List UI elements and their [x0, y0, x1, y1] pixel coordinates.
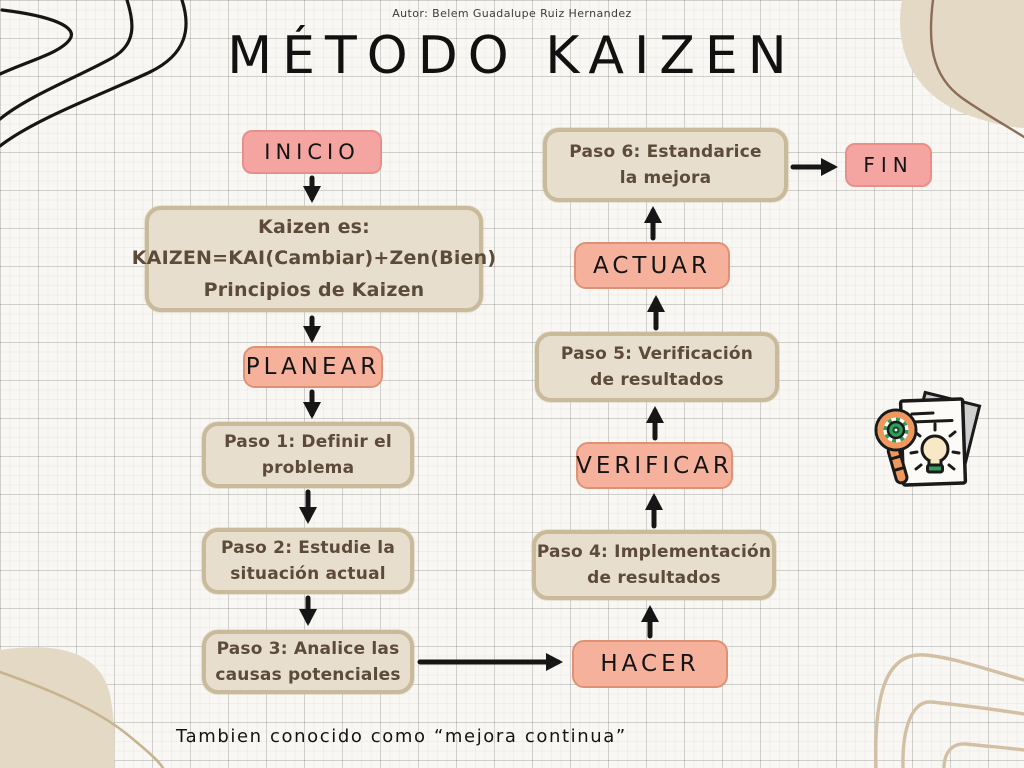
- paso1-line-1: Paso 1: Definir el: [224, 431, 392, 452]
- analysis-documents-magnifier-lightbulb-icon: [874, 390, 982, 487]
- node-planear-label: PLANEAR: [245, 354, 381, 380]
- node-verificar-label: VERIFICAR: [576, 452, 733, 479]
- node-paso-2: Paso 2: Estudie la situación actual: [202, 528, 414, 594]
- paso1-line-2: problema: [261, 458, 355, 478]
- author-credit: Autor: Belem Guadalupe Ruiz Hernandez: [392, 7, 632, 20]
- kaizen-line-1: Kaizen es:: [258, 215, 370, 238]
- node-actuar: ACTUAR: [574, 242, 730, 289]
- kaizen-line-2: KAIZEN=KAI(Cambiar)+Zen(Bien): [131, 247, 497, 270]
- paso4-line-1: Paso 4: Implementación: [536, 541, 772, 562]
- node-kaizen-definition: Kaizen es: KAIZEN=KAI(Cambiar)+Zen(Bien)…: [132, 206, 496, 312]
- footer-note: Tambien conocido como “mejora continua”: [176, 726, 627, 747]
- node-fin-label: FIN: [863, 153, 914, 177]
- paso2-line-2: situación actual: [230, 564, 386, 584]
- paso3-line-2: causas potenciales: [215, 665, 401, 685]
- page-title: MÉTODO KAIZEN: [227, 26, 797, 86]
- node-paso-5: Paso 5: Verificación de resultados: [535, 332, 779, 402]
- node-fin: FIN: [845, 143, 932, 187]
- kaizen-line-3: Principios de Kaizen: [203, 278, 425, 301]
- paso6-line-1: Paso 6: Estandarice: [569, 141, 762, 162]
- node-actuar-label: ACTUAR: [593, 252, 711, 279]
- paso3-line-1: Paso 3: Analice las: [216, 638, 400, 659]
- node-hacer-label: HACER: [600, 651, 700, 677]
- paso2-line-1: Paso 2: Estudie la: [220, 537, 396, 558]
- node-inicio: INICIO: [242, 130, 382, 174]
- node-hacer: HACER: [572, 640, 728, 688]
- node-paso-4: Paso 4: Implementación de resultados: [532, 530, 776, 600]
- node-inicio-label: INICIO: [264, 140, 360, 164]
- paso5-line-1: Paso 5: Verificación: [560, 343, 754, 364]
- paso5-line-2: de resultados: [590, 370, 724, 390]
- node-paso-3: Paso 3: Analice las causas potenciales: [202, 630, 414, 694]
- bottom-left-blob-decoration: [0, 647, 165, 768]
- node-planear: PLANEAR: [243, 346, 383, 388]
- node-paso-6: Paso 6: Estandarice la mejora: [543, 128, 788, 202]
- bottom-right-squiggle-decoration: [874, 653, 1024, 768]
- paso4-line-2: de resultados: [587, 568, 721, 588]
- node-verificar: VERIFICAR: [576, 442, 733, 489]
- paso6-line-2: la mejora: [619, 168, 712, 188]
- node-paso-1: Paso 1: Definir el problema: [202, 422, 414, 488]
